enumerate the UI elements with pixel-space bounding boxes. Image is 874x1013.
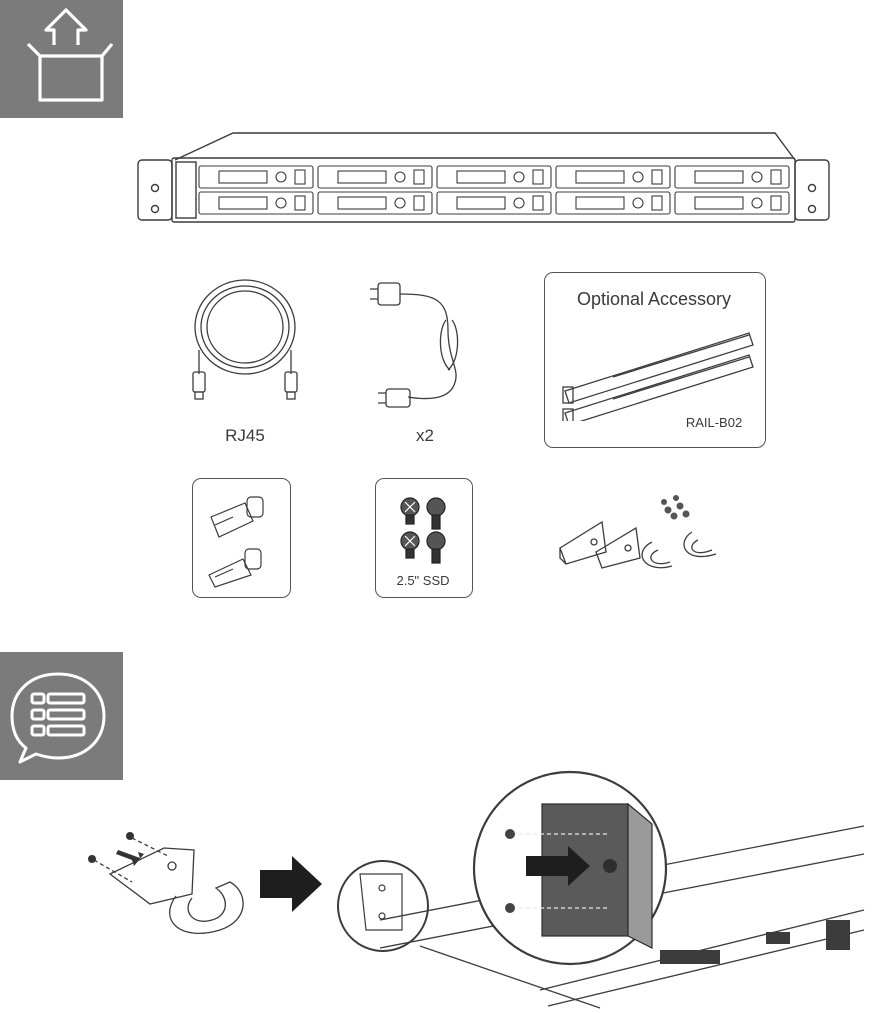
drive-bay-release-button [751,171,763,183]
drive-bay-grill [218,170,268,184]
ssd-screws-illustration [400,497,446,564]
drive-bay-latch [770,169,782,185]
drive-bay-release-button [751,197,763,209]
drive-bay-latch [413,195,425,211]
drive-bay [317,191,433,215]
rack-ear-installation-illustration [80,770,874,1013]
drive-bay [198,191,314,215]
checklist-icon [10,672,106,764]
drive-bay-latch [294,195,306,211]
drive-bay-release-button [275,171,287,183]
optional-accessory-title: Optional Accessory [576,289,732,309]
ssd-screws-card: 2.5" SSD [375,478,473,598]
drive-bay [555,191,671,215]
drive-bay-latch [651,195,663,211]
drive-bay-grill [694,196,744,210]
keys-card [192,478,291,598]
drive-bay-grill [694,170,744,184]
drive-bay-grill [575,196,625,210]
power-cord-label: x2 [416,426,434,445]
rj45-label: RJ45 [225,426,265,445]
drive-bay-latch [413,169,425,185]
drive-bay [674,191,790,215]
drive-bay [555,165,671,189]
rail-model-label: RAIL-B02 [685,415,743,430]
unpack-section-tile [0,0,123,118]
checklist-section-tile [0,652,123,780]
drive-bay-grill [337,196,387,210]
drive-bay-release-button [394,197,406,209]
drive-bay-grill [337,170,387,184]
rj45-cable-illustration [185,272,305,412]
drive-bay-release-button [275,197,287,209]
drive-bay-latch [532,169,544,185]
drive-bay-release-button [394,171,406,183]
unpack-box-icon [26,8,114,102]
rail-kit-illustration [562,332,754,421]
drive-bay [198,165,314,189]
drive-bay-grill [218,196,268,210]
optional-accessory-card: Optional Accessory RAIL-B02 [544,272,766,448]
power-cord-illustration [366,275,476,415]
drive-bay-grill [456,196,506,210]
drive-bay-latch [294,169,306,185]
rack-ears-and-handles-illustration [552,492,732,578]
drive-bay [674,165,790,189]
drive-bay-release-button [513,197,525,209]
drive-bay-release-button [632,197,644,209]
drive-bay-grill [575,170,625,184]
drive-bay-latch [532,195,544,211]
drive-bay-grill [456,170,506,184]
drive-bay-latch [651,169,663,185]
drive-bay-release-button [513,171,525,183]
server-front-panel [135,130,835,228]
drive-bay [436,191,552,215]
drive-bay-latch [770,195,782,211]
drive-bay [317,165,433,189]
drive-bay [436,165,552,189]
drive-bay-release-button [632,171,644,183]
ssd-screws-label: 2.5" SSD [396,573,450,588]
keys-illustration [208,496,264,588]
